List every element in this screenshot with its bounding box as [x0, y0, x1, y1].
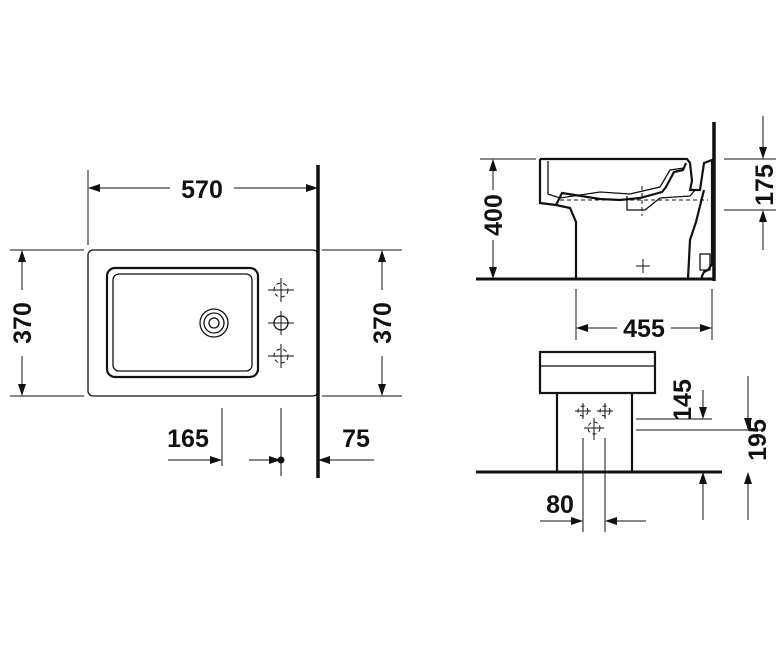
fixing-point-icon	[636, 259, 650, 273]
tap-hole-icon	[268, 344, 294, 368]
dim-label-400: 400	[480, 194, 508, 236]
side-view-trap	[626, 189, 696, 211]
fixing-point-icon	[575, 403, 591, 419]
side-view-inlet	[699, 253, 711, 271]
dim-label-570: 570	[181, 176, 223, 204]
dim-label-80: 80	[546, 491, 574, 519]
dim-label-370-right: 370	[369, 302, 397, 344]
drain-hole-icon	[199, 308, 229, 338]
side-view: 400 175 455	[476, 116, 779, 343]
fixing-point-icon	[597, 403, 613, 419]
tap-hole-icon	[268, 278, 294, 302]
tap-hole-icon	[268, 311, 294, 335]
dim-label-145: 145	[669, 379, 697, 421]
side-view-bowl	[538, 157, 714, 279]
side-view-inner	[547, 161, 685, 199]
dim-label-370-left: 370	[9, 302, 37, 344]
side-view-pedestal	[555, 189, 706, 280]
front-view-pedestal	[555, 393, 634, 472]
dim-label-75: 75	[342, 425, 370, 453]
top-view-basin-inner	[112, 273, 253, 372]
top-view-basin-outer	[105, 266, 260, 379]
top-view: 570 370 370 165 75	[8, 165, 402, 478]
dim-label-165: 165	[167, 425, 209, 453]
dim-label-455: 455	[623, 315, 665, 343]
front-view: 145 195 80	[476, 350, 772, 532]
fixing-point-icon	[584, 418, 604, 440]
dim-label-175: 175	[751, 164, 779, 206]
top-view-outline	[87, 249, 319, 397]
dim-label-195: 195	[744, 419, 772, 461]
front-view-bowl	[538, 350, 657, 395]
